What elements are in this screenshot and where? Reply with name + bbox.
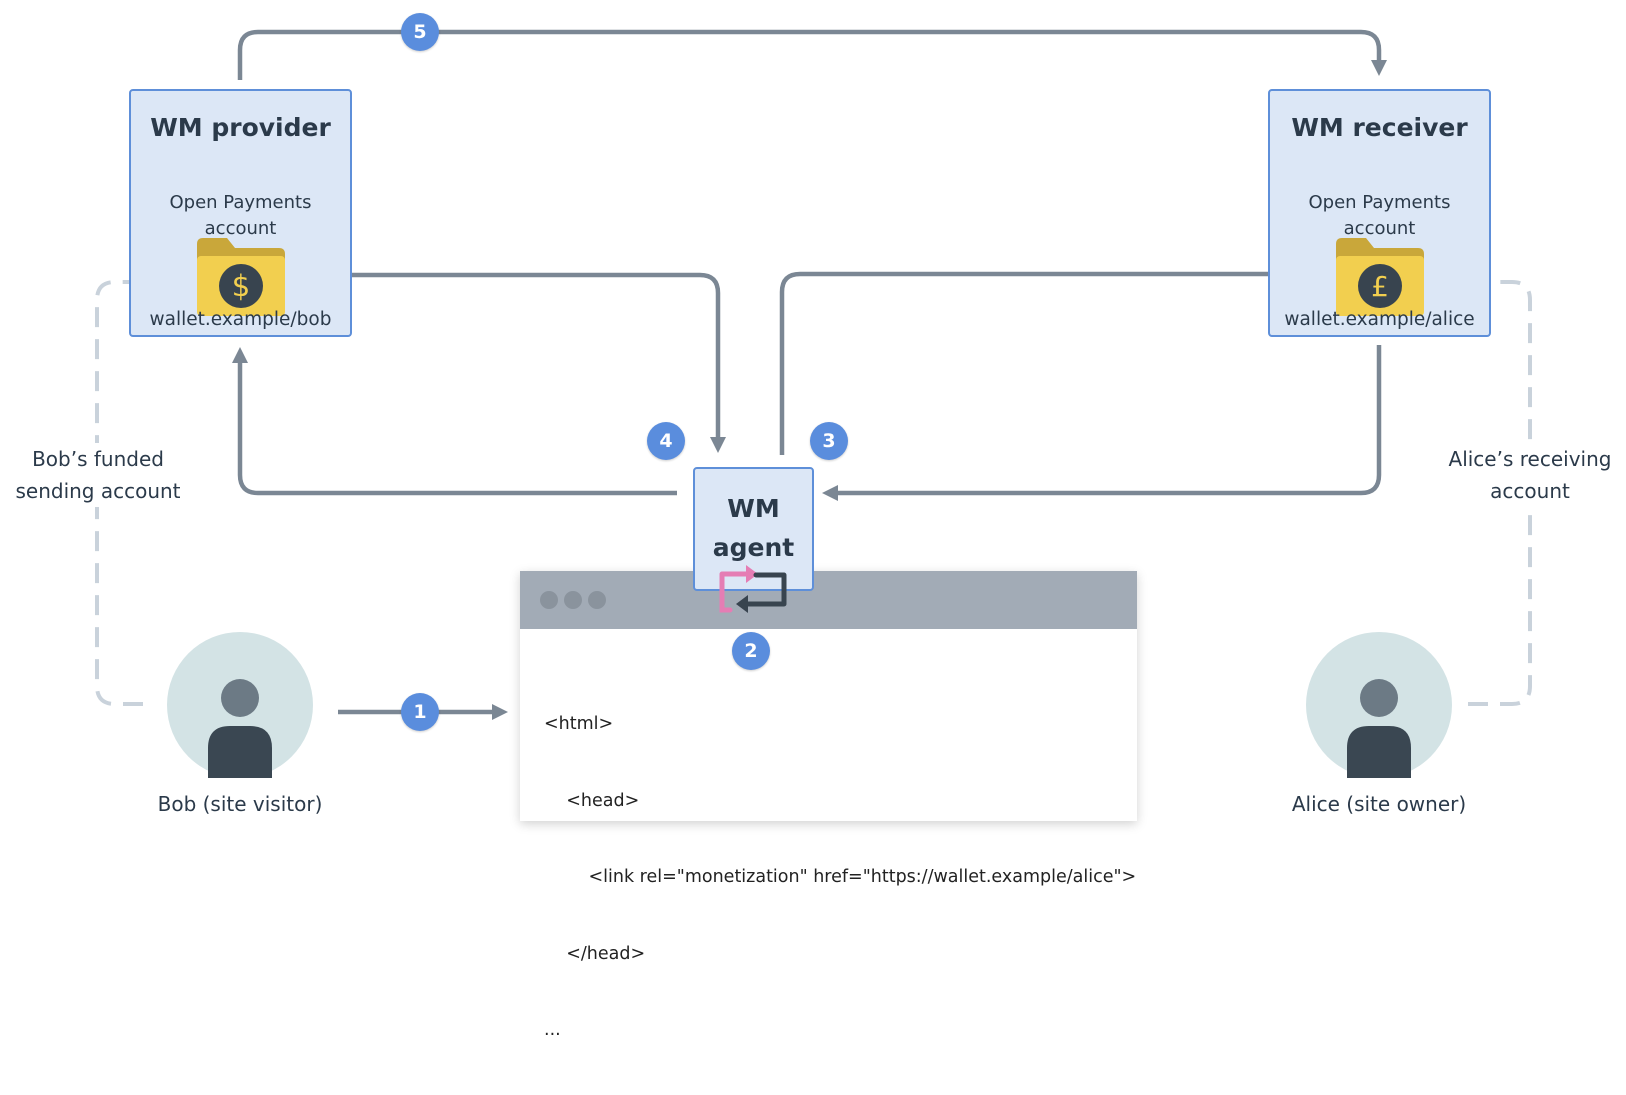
pound-folder-icon: £ xyxy=(1336,238,1424,316)
alice-account-label-line1: Alice’s receiving xyxy=(1448,447,1612,471)
window-dot-icon xyxy=(540,591,558,609)
bob-account-label: Bob’s funded sending account xyxy=(0,443,196,507)
wm-receiver-node: WM receiver Open Payments account £ wall… xyxy=(1268,89,1491,337)
edge-provider-to-receiver xyxy=(237,29,1387,80)
code-line: <link rel="monetization" href="https://w… xyxy=(544,867,1137,887)
step-badge-3: 3 xyxy=(810,422,848,460)
wm-agent-node: WM agent xyxy=(693,467,814,591)
step-badge-2: 2 xyxy=(732,632,770,670)
wm-provider-subtitle-line1: Open Payments xyxy=(169,192,312,213)
edge-agent-to-provider xyxy=(232,347,677,496)
browser-window: <html> <head> <link rel="monetization" h… xyxy=(520,571,1137,1040)
wm-receiver-subtitle-line1: Open Payments xyxy=(1308,192,1451,213)
wm-provider-subtitle-line2: account xyxy=(204,218,277,239)
window-dot-icon xyxy=(588,591,606,609)
edge-provider-to-agent xyxy=(297,272,726,453)
code-line: <html> xyxy=(544,714,614,734)
alice-account-label-line2: account xyxy=(1490,479,1570,503)
wm-receiver-title: WM receiver xyxy=(1291,113,1468,142)
diagram-edges xyxy=(95,29,1532,778)
code-line: <head> xyxy=(544,790,640,811)
wm-receiver-wallet: wallet.example/alice xyxy=(1284,309,1475,330)
pound-symbol: £ xyxy=(1371,270,1389,303)
bob-account-link xyxy=(95,274,178,706)
step-badge-4: 4 xyxy=(647,422,685,460)
alice-avatar xyxy=(1306,632,1452,778)
alice-account-label: Alice’s receiving account xyxy=(1436,443,1624,507)
step-badge-5: 5 xyxy=(401,13,439,51)
html-code: <html> <head> <link rel="monetization" h… xyxy=(544,661,1136,1095)
wm-provider-subtitle: Open Payments account xyxy=(131,190,350,242)
window-dot-icon xyxy=(564,591,582,609)
wm-provider-title: WM provider xyxy=(150,113,331,142)
swap-arrows-icon xyxy=(719,565,787,613)
dollar-folder-icon: $ xyxy=(197,238,285,316)
wm-agent-title-line1: WM xyxy=(727,494,780,523)
wm-agent-title-line2: agent xyxy=(712,533,795,562)
wm-provider-node: WM provider Open Payments account $ wall… xyxy=(129,89,352,337)
wm-receiver-subtitle: Open Payments account xyxy=(1270,190,1489,242)
dollar-symbol: $ xyxy=(232,269,250,303)
edge-agent-to-receiver xyxy=(779,266,1321,455)
bob-account-label-line1: Bob’s funded xyxy=(32,447,164,471)
bob-label: Bob (site visitor) xyxy=(157,792,323,816)
step-badge-1: 1 xyxy=(401,693,439,731)
code-line: ... xyxy=(544,1020,561,1040)
code-line: </head> xyxy=(544,943,646,964)
bob-account-label-line2: sending account xyxy=(15,479,181,503)
alice-label: Alice (site owner) xyxy=(1291,792,1467,816)
wm-receiver-subtitle-line2: account xyxy=(1343,218,1416,239)
bob-avatar xyxy=(167,632,313,778)
wm-agent-title: WM agent xyxy=(695,489,812,567)
edge-receiver-to-agent xyxy=(822,345,1382,501)
wm-provider-wallet: wallet.example/bob xyxy=(149,309,332,330)
browser-titlebar xyxy=(520,571,1137,629)
